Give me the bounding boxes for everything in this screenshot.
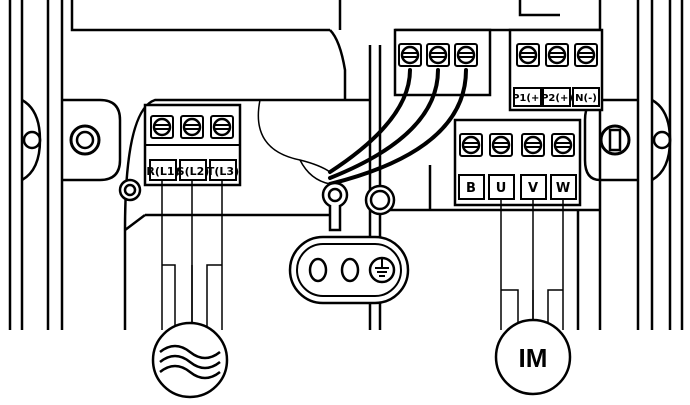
terminal-label-u: U xyxy=(496,181,507,196)
terminal-w: W xyxy=(550,132,577,330)
cable-bundle xyxy=(328,68,468,186)
terminal-t: T(L3) xyxy=(207,114,239,330)
ac-source-symbol xyxy=(151,321,229,399)
terminal-label-p2: P2(+) xyxy=(541,93,573,104)
terminal-r: R(L1) xyxy=(146,114,180,330)
terminal-label-t: T(L3) xyxy=(207,165,239,178)
upper-terminal-block xyxy=(393,28,492,97)
terminal-p2: P2(+) xyxy=(541,42,573,107)
motor-symbol: IM xyxy=(494,318,572,396)
terminal-label-r: R(L1) xyxy=(146,165,179,178)
cable-loop xyxy=(257,99,331,185)
terminal-s: S(L2) xyxy=(177,114,210,330)
ground-plate xyxy=(288,235,410,305)
terminal-label-v: V xyxy=(528,181,538,196)
ground-symbol xyxy=(368,256,396,284)
terminal-u: U xyxy=(488,132,515,330)
ac-wave-icon xyxy=(159,344,221,360)
terminal-p1: P1(+) xyxy=(512,42,544,107)
terminal-n: N(-) xyxy=(572,42,600,107)
terminal-label-p1: P1(+) xyxy=(512,93,544,104)
motor-label: IM xyxy=(519,343,548,373)
terminal-b: B xyxy=(458,132,485,200)
terminal-label-s: S(L2) xyxy=(177,165,210,178)
terminal-label-n: N(-) xyxy=(575,93,597,104)
terminal-label-b: B xyxy=(466,181,476,196)
terminal-label-w: W xyxy=(556,181,570,196)
mounting-screws xyxy=(118,178,396,232)
